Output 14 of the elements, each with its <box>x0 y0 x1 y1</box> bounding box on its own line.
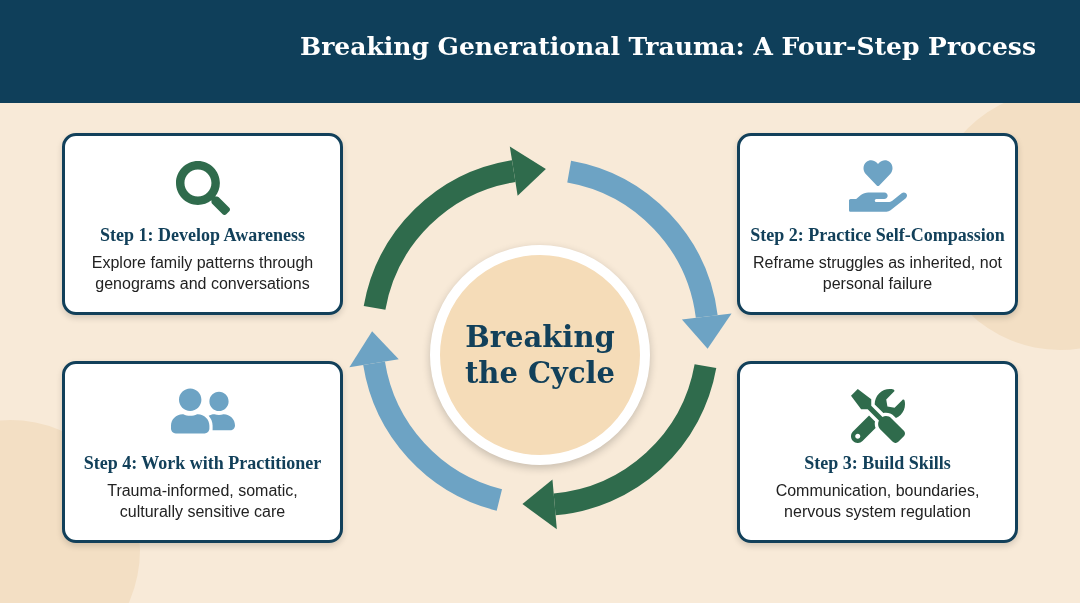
step-description: Explore family patterns through genograms and conversations <box>90 253 315 294</box>
step-heading: Step 2: Practice Self-Compassion <box>750 225 1005 246</box>
step-description: Reframe struggles as inherited, not personal failure <box>752 253 1003 294</box>
step-heading: Step 3: Build Skills <box>804 453 951 474</box>
step-card <box>737 133 1018 315</box>
step-heading: Step 1: Develop Awareness <box>100 225 305 246</box>
title: Breaking Generational Trauma: A Four-Step Process <box>300 32 1036 61</box>
step-description: Communication, boundaries, nervous system regulation <box>774 481 981 522</box>
step-card <box>737 361 1018 543</box>
step-description: Trauma-informed, somatic, culturally sensitive care <box>106 481 299 522</box>
center-label: Breaking the Cycle <box>463 319 617 391</box>
step-card <box>62 361 343 543</box>
step-heading: Step 4: Work with Practitioner <box>83 453 322 474</box>
step-card <box>62 133 343 315</box>
